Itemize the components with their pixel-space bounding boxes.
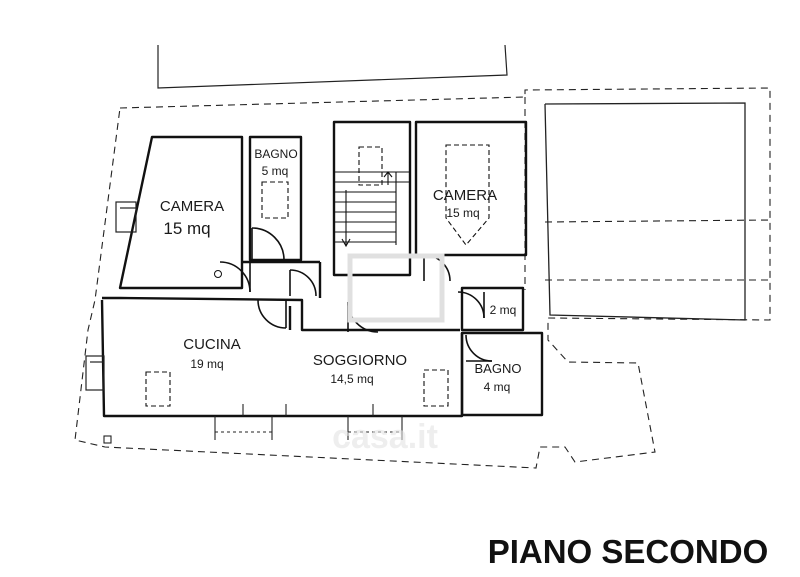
room-name-bagno-south: BAGNO — [475, 361, 522, 376]
room-area-closet: 2 mq — [490, 303, 517, 317]
south-windows — [103, 404, 403, 444]
dashed-fixtures — [145, 144, 490, 407]
property-boundary-top — [157, 44, 508, 89]
room-name-cucina: CUCINA — [183, 336, 241, 353]
watermark-text: casa.it — [332, 418, 438, 456]
room-name-bagno-north: BAGNO — [254, 147, 297, 161]
west-windows — [85, 201, 137, 391]
fixture-circle — [214, 270, 222, 278]
room-labels: CAMERA 15 mq BAGNO 5 mq CAMERA 15 mq 2 m… — [160, 147, 522, 394]
room-area-camera-east: 15 mq — [446, 206, 479, 220]
room-name-camera-west: CAMERA — [160, 198, 224, 215]
room-area-cucina: 19 mq — [190, 357, 223, 371]
room-name-soggiorno: SOGGIORNO — [313, 352, 407, 369]
floor-title: PIANO SECONDO — [488, 533, 769, 570]
main-walls — [100, 120, 544, 418]
east-annex — [544, 102, 746, 321]
room-area-camera-west: 15 mq — [163, 219, 210, 238]
room-area-bagno-south: 4 mq — [484, 380, 511, 394]
room-area-soggiorno: 14,5 mq — [330, 372, 373, 386]
watermark: casa.it — [332, 253, 445, 456]
room-area-bagno-north: 5 mq — [262, 164, 289, 178]
staircase — [334, 146, 410, 248]
door-swings — [219, 227, 493, 362]
property-boundary-dashed — [74, 87, 771, 469]
room-name-camera-east: CAMERA — [433, 187, 497, 204]
